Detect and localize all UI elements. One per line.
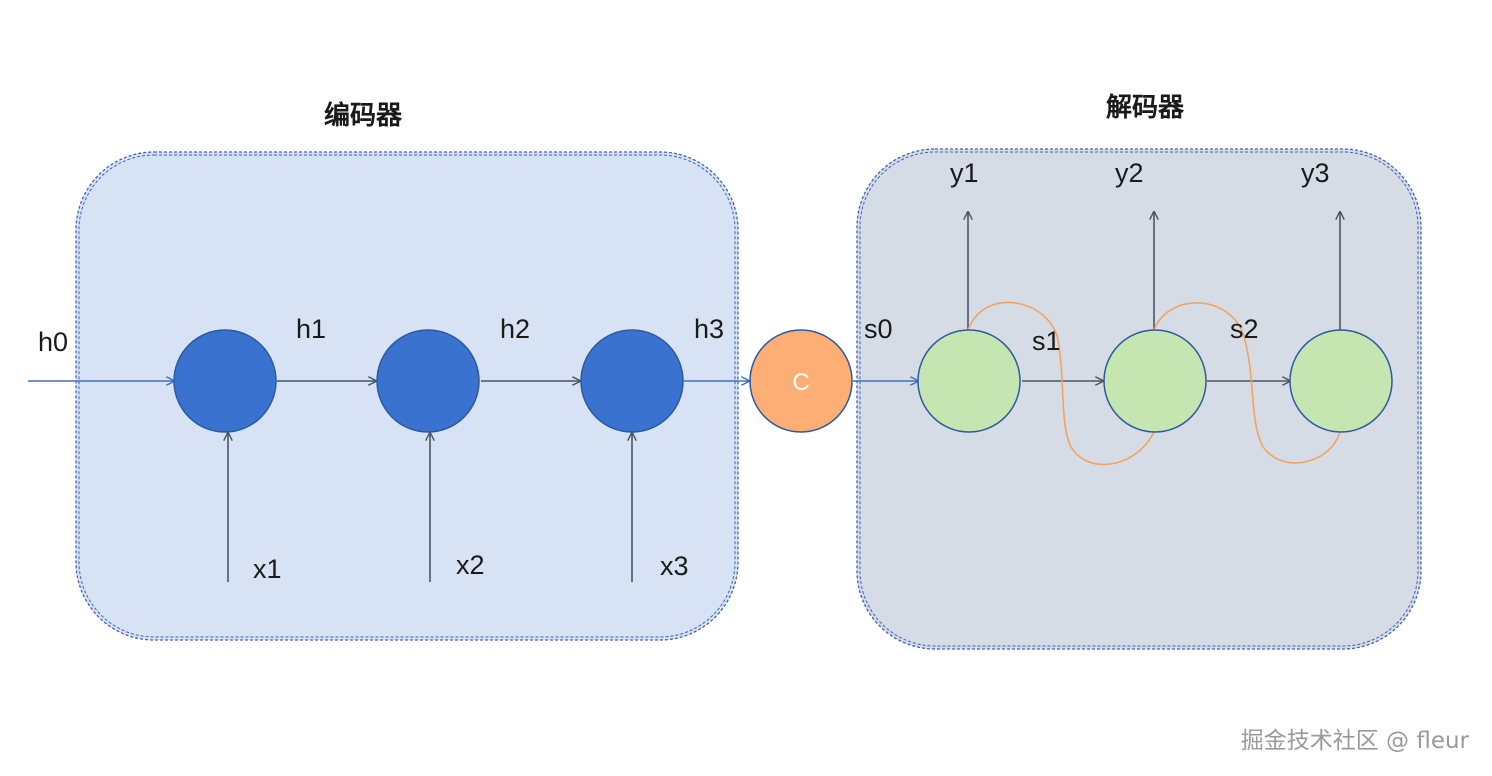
context-node [749,329,853,433]
label-x3: x3 [660,551,689,581]
label-y2: y2 [1115,158,1144,188]
feedback-curve-2 [1153,302,1341,464]
label-s0: s0 [864,314,893,344]
encoder-node-3 [580,329,684,433]
encoder-title: 编码器 [324,100,403,131]
label-x1: x1 [253,554,282,584]
decoder-node-3 [1289,329,1393,433]
feedback-curve-1 [967,301,1155,466]
label-y1: y1 [950,158,979,188]
decoder-node-2 [1103,329,1207,433]
label-s2: s2 [1230,314,1259,344]
label-h0: h0 [38,327,68,357]
label-y3: y3 [1301,158,1330,188]
label-h3: h3 [694,314,724,344]
watermark: 掘金技术社区 @ fleur [1241,728,1470,754]
label-h2: h2 [500,314,530,344]
encoder-node-1 [173,329,277,433]
label-h1: h1 [296,314,326,344]
label-s1: s1 [1032,326,1061,356]
decoder-node-1 [917,329,1021,433]
context-label: C [792,369,809,396]
decoder-title: 解码器 [1106,93,1185,123]
encoder-node-2 [376,329,480,433]
label-x2: x2 [456,550,485,580]
